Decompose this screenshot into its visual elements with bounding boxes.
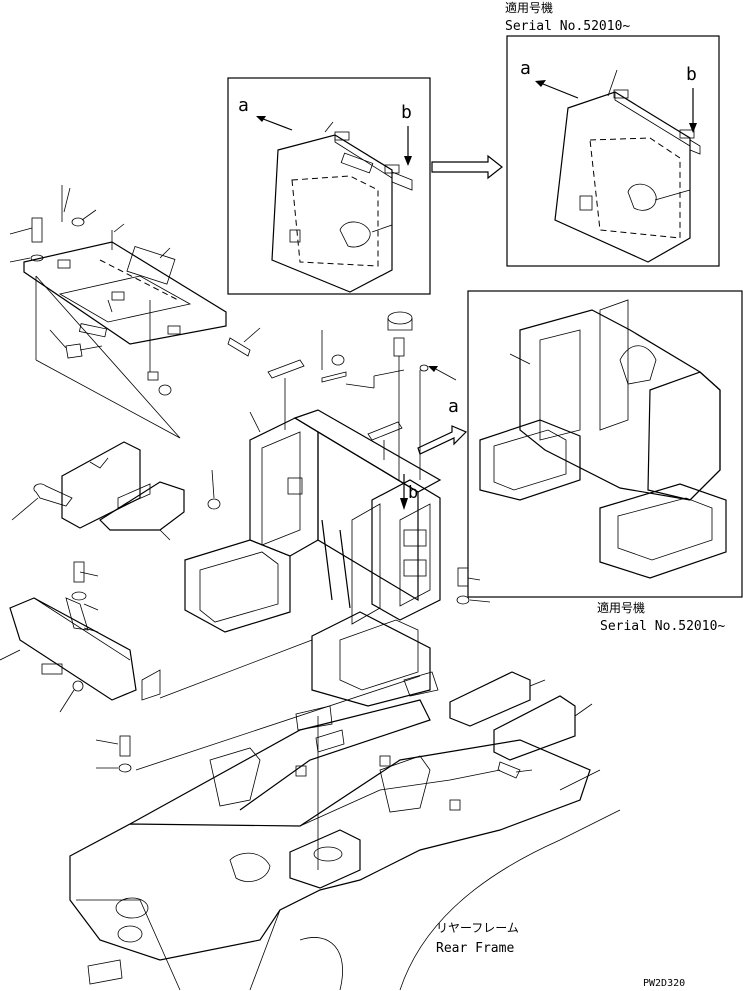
view-marker-b-main: b	[408, 483, 418, 503]
view-marker-a-right: a	[520, 58, 531, 79]
applicable-label-mid-en: Serial No.52010~	[600, 619, 725, 634]
cab-frame-assembly: b a	[11, 311, 468, 633]
applicable-label-mid-jp: 適用号機	[597, 600, 645, 615]
detail-box-right: 適用号機 Serial No.52010~ a b	[505, 0, 720, 267]
view-marker-b-right: b	[686, 64, 697, 85]
lower-left-bracket	[0, 561, 421, 773]
applicable-label-top-jp: 適用号機	[505, 0, 553, 15]
rear-frame: リヤーフレーム Rear Frame	[69, 699, 621, 991]
detail-box-center: a b	[227, 77, 431, 295]
applicable-label-top-en: Serial No.52010~	[505, 19, 630, 34]
view-marker-b: b	[401, 102, 412, 123]
floor-plate-assembly	[9, 185, 261, 439]
detail-box-mid-right: 適用号機 Serial No.52010~	[467, 290, 743, 634]
view-marker-a: a	[238, 95, 249, 116]
drawing-code: PW2D320	[643, 978, 685, 989]
view-marker-a-main: a	[448, 396, 459, 417]
transition-arrow-top	[431, 154, 503, 180]
rear-frame-label-jp: リヤーフレーム	[436, 921, 519, 935]
side-cover-panel	[295, 567, 593, 870]
rear-frame-label-en: Rear Frame	[436, 941, 514, 956]
